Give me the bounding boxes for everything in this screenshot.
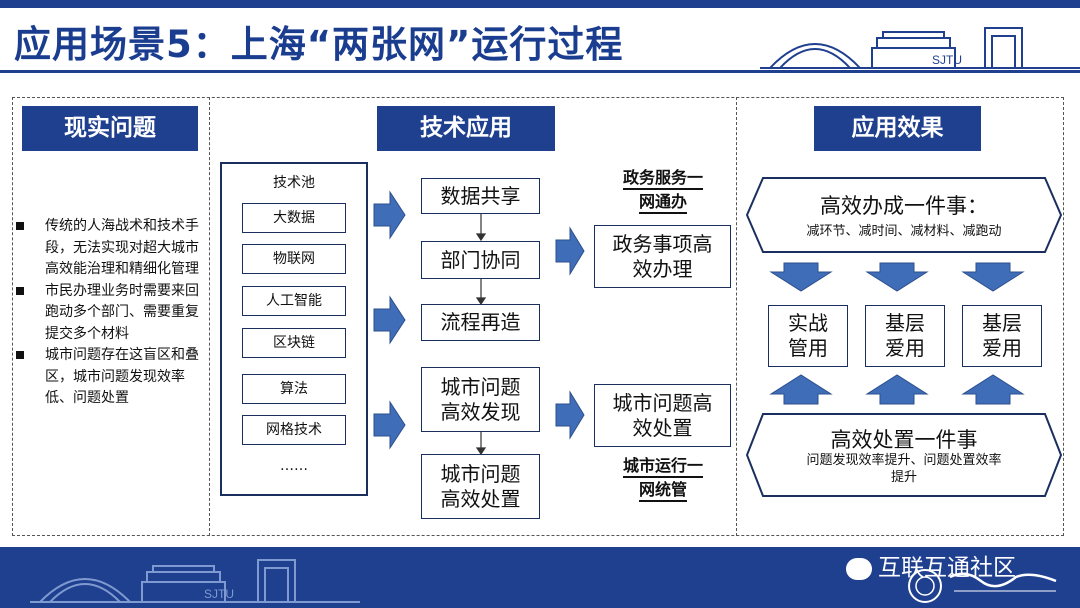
header-tech: 技术应用 <box>377 106 555 151</box>
outcome-city-problem: 城市问题高效处置 <box>594 384 731 447</box>
city-net-label: 城市运行一 网统管 <box>596 454 730 502</box>
down-arrowhead-icon <box>475 297 487 306</box>
bullet-square-icon <box>16 351 24 359</box>
gov-net-label: 政务服务一 网通办 <box>596 166 730 214</box>
column-divider-2 <box>736 97 737 536</box>
right-arrow-icon <box>373 190 406 240</box>
problem-item: 城市问题存在这盲区和叠区，城市问题发现效率低、问题处置 <box>12 345 210 410</box>
bullet-square-icon <box>16 222 24 230</box>
tech-pool-title: 技术池 <box>273 175 315 191</box>
sjtu-logo-text: SJTU <box>932 53 962 67</box>
flow-data-sharing: 数据共享 <box>421 178 540 214</box>
outcome-gov-affairs: 政务事项高效办理 <box>594 225 731 288</box>
university-emblem-logo <box>908 569 1057 603</box>
tech-pool-ellipsis: …… <box>280 458 308 474</box>
use-box-1: 实战管用 <box>768 305 848 367</box>
right-arrow-icon <box>373 400 406 450</box>
flow-dept-collab: 部门协同 <box>421 241 540 279</box>
tech-item: 大数据 <box>242 203 346 233</box>
tech-item: 物联网 <box>242 244 346 274</box>
effect-top-hexagon <box>745 177 1063 253</box>
content-frame <box>12 97 1064 536</box>
header-problems: 现实问题 <box>22 106 198 151</box>
sjtu-gate-logo-top: SJTU <box>760 27 1080 69</box>
bullet-square-icon <box>16 286 24 295</box>
down-arrow-icon <box>961 262 1025 292</box>
problem-list: 传统的人海战术和技术手段，无法实现对超大城市高效能治理和精细化管理 市民办理业务… <box>12 216 210 410</box>
down-arrowhead-icon <box>475 233 487 242</box>
down-arrow-icon <box>769 262 833 292</box>
effect-bottom-hexagon <box>745 413 1063 497</box>
effect-bottom-title: 高效处置一件事 <box>830 428 978 452</box>
tech-item: 人工智能 <box>242 286 346 316</box>
bottom-bar <box>0 547 1080 608</box>
flow-city-dispose: 城市问题高效处置 <box>421 454 540 519</box>
up-arrow-icon <box>865 374 929 405</box>
up-arrow-icon <box>961 374 1025 405</box>
problem-item: 传统的人海战术和技术手段，无法实现对超大城市高效能治理和精细化管理 <box>12 216 210 281</box>
right-arrow-icon <box>555 226 585 276</box>
down-arrowhead-icon <box>475 447 487 456</box>
header-effects: 应用效果 <box>814 106 981 151</box>
flow-process-reengineer: 流程再造 <box>421 304 540 341</box>
effect-bottom-subtitle: 问题发现效率提升、问题处置效率提升 <box>806 453 1002 485</box>
problem-item: 市民办理业务时需要来回跑动多个部门、需要重复提交多个材料 <box>12 281 210 346</box>
tech-pool: 技术池 大数据 物联网 人工智能 区块链 算法 网格技术 …… <box>220 162 368 496</box>
tech-item: 网格技术 <box>242 415 346 445</box>
use-box-2: 基层爱用 <box>865 305 945 367</box>
sjtu-gate-logo-bottom: SJTU <box>30 559 360 603</box>
right-arrow-icon <box>555 390 585 440</box>
use-box-3: 基层爱用 <box>962 305 1042 367</box>
title-underline <box>0 70 1080 73</box>
slide-title: 应用场景5：上海“两张网”运行过程 <box>14 23 624 66</box>
down-arrow-icon <box>865 262 929 292</box>
tech-item: 区块链 <box>242 328 346 358</box>
tech-item: 算法 <box>242 374 346 404</box>
effect-top-title: 高效办成一件事： <box>820 194 988 218</box>
effect-top-subtitle: 减环节、减时间、减材料、减跑动 <box>806 224 1002 239</box>
sjtu-logo-text: SJTU <box>204 587 234 601</box>
right-arrow-icon <box>373 295 406 345</box>
flow-city-detect: 城市问题高效发现 <box>421 367 540 432</box>
up-arrow-icon <box>769 374 833 405</box>
top-accent-bar <box>0 0 1080 8</box>
column-divider-1 <box>209 97 210 536</box>
watermark: 互联互通社区 <box>846 548 1016 582</box>
wechat-icon <box>846 557 872 580</box>
